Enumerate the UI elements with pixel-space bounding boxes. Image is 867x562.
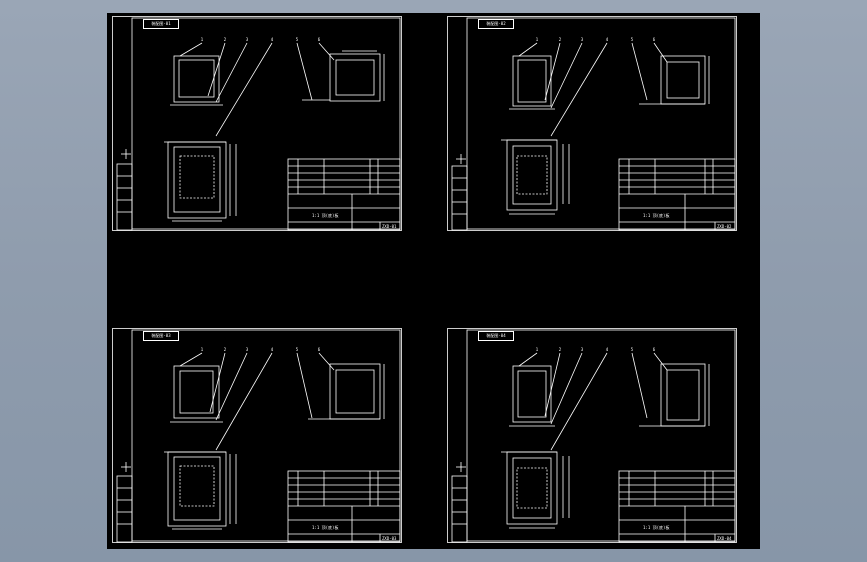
- sheet-2-drawing-no: ZXD-02: [717, 224, 732, 229]
- drawing-sheet-4[interactable]: 1 2 3 4 5 6 装配图-04 1:1 顶(底)板 ZXD-04: [447, 328, 737, 546]
- callout-5: 5: [631, 37, 634, 42]
- callout-2: 2: [559, 347, 562, 352]
- sheet-4-label: 装配图-04: [478, 331, 514, 341]
- callout-4: 4: [271, 347, 274, 352]
- callout-3: 3: [246, 37, 249, 42]
- sheet-4-drawing-no: ZXD-04: [717, 536, 732, 541]
- callout-1: 1: [536, 37, 539, 42]
- drawing-sheet-1[interactable]: 1 2 3 4 5 6 装配图-01 1:1 顶(底)板 ZXD-01: [112, 16, 402, 234]
- callout-3: 3: [581, 37, 584, 42]
- sheet-1-drawing-no: ZXD-01: [382, 224, 397, 229]
- drawing-sheet-2[interactable]: 1 2 3 4 5 6 装配图-02 1:1 顶(底)板 ZXD-02: [447, 16, 737, 234]
- callout-5: 5: [296, 37, 299, 42]
- callout-3: 3: [581, 347, 584, 352]
- sheet-2-label: 装配图-02: [478, 19, 514, 29]
- sheet-1-geometry: 1 2 3 4 5 6: [112, 16, 402, 231]
- callout-5: 5: [296, 347, 299, 352]
- sheet-4-geometry: 1 2 3 4 5 6: [447, 328, 737, 543]
- sheet-3-geometry: 1 2 3 4 5 6: [112, 328, 402, 543]
- callout-2: 2: [224, 347, 227, 352]
- callout-1: 1: [201, 347, 204, 352]
- callout-4: 4: [606, 347, 609, 352]
- callout-5: 5: [631, 347, 634, 352]
- drawing-sheet-3[interactable]: 1 2 3 4 5 6 装配图-03 1:1 顶(底)板 ZXD-03: [112, 328, 402, 546]
- sheet-3-title: 1:1 顶(底)板: [312, 525, 339, 530]
- sheet-1-label: 装配图-01: [143, 19, 179, 29]
- sheet-2-title: 1:1 顶(底)板: [643, 213, 670, 218]
- callout-6: 6: [318, 37, 321, 42]
- callout-6: 6: [653, 37, 656, 42]
- callout-3: 3: [246, 347, 249, 352]
- callout-2: 2: [559, 37, 562, 42]
- callout-1: 1: [201, 37, 204, 42]
- callout-6: 6: [653, 347, 656, 352]
- sheet-2-geometry: 1 2 3 4 5 6: [447, 16, 737, 231]
- callout-2: 2: [224, 37, 227, 42]
- sheet-4-title: 1:1 顶(底)板: [643, 525, 670, 530]
- sheet-1-title: 1:1 顶(底)板: [312, 213, 339, 218]
- sheet-3-drawing-no: ZXD-03: [382, 536, 397, 541]
- sheet-3-label: 装配图-03: [143, 331, 179, 341]
- callout-6: 6: [318, 347, 321, 352]
- cad-drawing-canvas[interactable]: 1 2 3 4 5 6 装配图-01 1:1 顶(底)板 ZXD-01: [107, 13, 760, 549]
- callout-4: 4: [271, 37, 274, 42]
- callout-4: 4: [606, 37, 609, 42]
- callout-1: 1: [536, 347, 539, 352]
